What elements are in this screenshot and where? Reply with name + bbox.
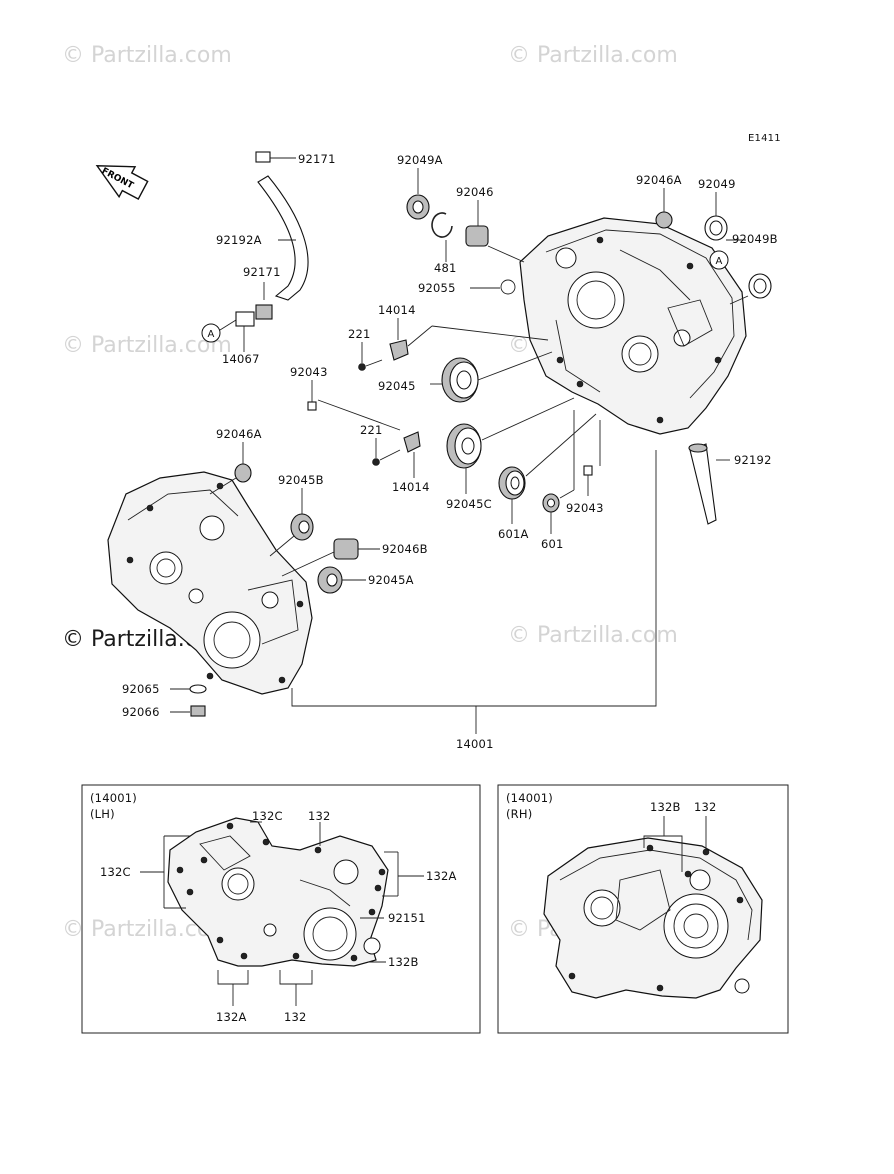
inset-rh-frame <box>497 784 789 1034</box>
reference-marker-a-right <box>709 250 729 270</box>
label-92151: 92151 <box>388 911 426 925</box>
label-92046: 92046 <box>456 185 494 199</box>
breather-hose-group: A <box>201 151 309 352</box>
label-92049: 92049 <box>698 177 736 191</box>
reference-marker-a-left <box>201 323 221 343</box>
diagram-code: E1411 <box>748 133 781 144</box>
label-132c: 132C <box>100 865 131 879</box>
bearing-92046 <box>465 225 489 247</box>
inset-lh-side: (LH) <box>90 807 115 821</box>
crankcase-right-half: A <box>519 217 747 435</box>
label-92049b: 92049B <box>732 232 778 246</box>
label-92192a: 92192A <box>216 233 262 247</box>
label-481: 481 <box>434 261 457 275</box>
label-14067: 14067 <box>222 352 260 366</box>
inset-lh: (14001) (LH) <box>81 784 481 1034</box>
label-92171: 92171 <box>243 265 281 279</box>
label-92192: 92192 <box>734 453 772 467</box>
pipe-92192 <box>689 443 717 525</box>
right-case-seals <box>406 168 772 305</box>
label-132: 132 <box>308 809 331 823</box>
clamp-92171-mid <box>255 304 273 320</box>
label-14014: 14014 <box>378 303 416 317</box>
clamp-92171-top <box>255 151 271 163</box>
bolt-221-top <box>358 363 366 371</box>
inset-rh: (14001) (RH) 132B 132 <box>497 784 789 1034</box>
label-92171: 92171 <box>298 152 336 166</box>
dowel-pin-92043-right <box>583 465 593 476</box>
bearing-92046a-top <box>655 211 673 229</box>
label-221: 221 <box>360 423 383 437</box>
watermark: © Partzilla.com <box>508 623 678 648</box>
label-92055: 92055 <box>418 281 456 295</box>
label-132: 132 <box>284 1010 307 1024</box>
reference-marker-text: A <box>715 256 722 267</box>
label-92043: 92043 <box>566 501 604 515</box>
label-221: 221 <box>348 327 371 341</box>
crankcase-left-half <box>107 471 313 695</box>
label-92046a: 92046A <box>636 173 682 187</box>
label-601: 601 <box>541 537 564 551</box>
plate-14014-top <box>389 339 409 361</box>
label-92049a: 92049A <box>397 153 443 167</box>
front-arrow-icon: FRONT <box>95 165 149 200</box>
label-92066: 92066 <box>122 705 160 719</box>
inset-lh-ref: (14001) <box>90 791 137 805</box>
label-92045b: 92045B <box>278 473 324 487</box>
label-132: 132 <box>694 800 717 814</box>
label-92065: 92065 <box>122 682 160 696</box>
label-132c: 132C <box>252 809 283 823</box>
label-92045c: 92045C <box>446 497 492 511</box>
plate-14014-bottom <box>403 431 421 453</box>
bearing-92046a-left <box>234 463 252 483</box>
label-92045a: 92045A <box>368 573 414 587</box>
label-132a: 132A <box>426 869 457 883</box>
label-92045: 92045 <box>378 379 416 393</box>
label-92046a: 92046A <box>216 427 262 441</box>
label-132b: 132B <box>388 955 419 969</box>
plug-92066 <box>190 705 206 717</box>
label-14001: 14001 <box>456 737 494 751</box>
reference-marker-text: A <box>207 329 214 340</box>
part-labels: 92171 92192A 92171 14067 92049A 92046 48… <box>122 152 778 751</box>
inset-rh-ref: (14001) <box>506 791 553 805</box>
label-132b: 132B <box>650 800 681 814</box>
breather-hose-92192a <box>257 175 309 301</box>
bolt-221-bottom <box>372 458 380 466</box>
washer-92065 <box>189 684 207 694</box>
o-ring-92055 <box>500 279 516 295</box>
inset-lh-frame <box>81 784 481 1034</box>
circlip-481 <box>431 212 453 238</box>
inset-rh-side: (RH) <box>506 807 532 821</box>
watermark: © Partzilla.com <box>62 43 232 68</box>
bearing-92046b <box>333 538 359 560</box>
label-92043: 92043 <box>290 365 328 379</box>
watermark: © Partzilla.com <box>508 43 678 68</box>
fitting-14067 <box>235 311 255 327</box>
dowel-pin-92043-left <box>307 401 317 411</box>
center-parts <box>307 318 730 534</box>
label-92046b: 92046B <box>382 542 428 556</box>
label-601a: 601A <box>498 527 529 541</box>
left-case-parts <box>170 442 657 734</box>
label-14014: 14014 <box>392 480 430 494</box>
label-132a: 132A <box>216 1010 247 1024</box>
